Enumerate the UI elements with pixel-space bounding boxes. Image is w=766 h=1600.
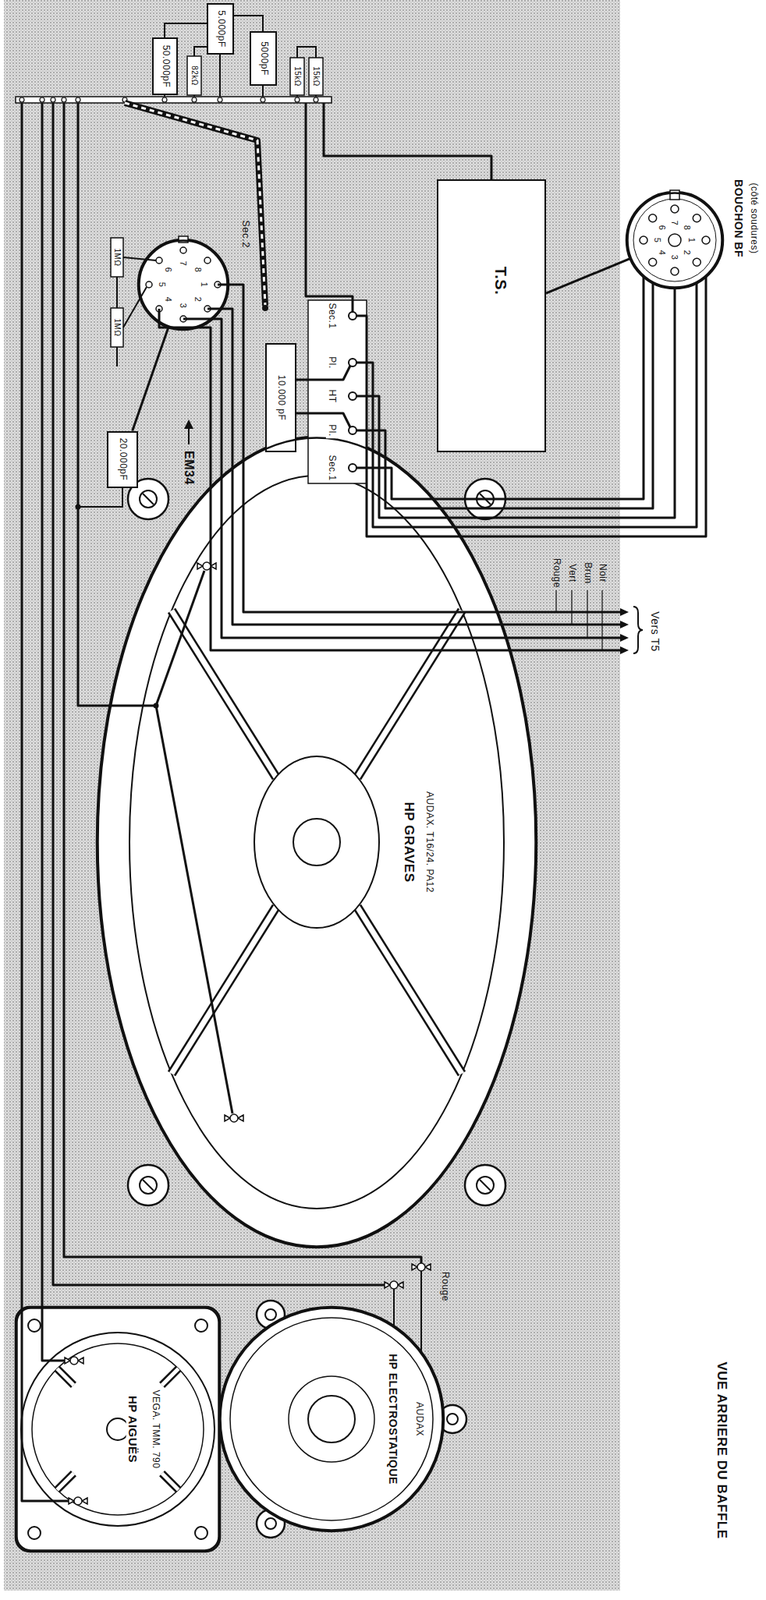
part-label: 15kΩ — [292, 64, 302, 89]
node-subtitle: AUDAX. T16/24. PA12 — [423, 790, 435, 895]
part-label: Sec.2 — [240, 218, 252, 250]
part-label: 2 — [681, 248, 692, 257]
part-label: Pl. — [326, 422, 337, 439]
part-label: 15kΩ — [311, 64, 321, 89]
square-outline — [15, 1307, 220, 1553]
tube-socket: EM34 — [138, 239, 229, 330]
part-label: Vert — [566, 562, 578, 584]
part-label: 4 — [657, 248, 668, 257]
round-outline — [626, 191, 724, 289]
part-label: 3 — [178, 301, 189, 311]
node-title: 10.000 pF — [275, 373, 287, 423]
node-title: 20.000pF — [117, 436, 128, 483]
node-title: 50.000pF — [159, 43, 171, 90]
part-label: Noir — [596, 562, 608, 585]
capacitor-box: 50.000pF — [152, 37, 178, 96]
connector — [546, 258, 631, 294]
node-subtitle: (côté soudures) — [748, 181, 759, 256]
node-subtitle: AUDAX — [413, 1400, 425, 1439]
part-label: 6 — [657, 223, 668, 233]
part-label: Vers T5 — [648, 609, 662, 654]
transformer-box: T.S. — [436, 179, 547, 453]
tweeter-speaker: HP AIGUËS VEGA. TMM. 790 — [15, 1307, 220, 1553]
node-title: EM34 — [181, 449, 196, 487]
round-outline — [96, 436, 537, 1249]
part-label: Sec.1 — [326, 301, 337, 330]
electrostatic-speaker: HP ELECTROSTATIQUE AUDAX — [219, 1307, 444, 1532]
node-title: BOUCHON BF — [732, 177, 745, 259]
part-label: 4 — [163, 295, 174, 305]
connector-plug: BOUCHON BF(côté soudures) — [626, 191, 724, 289]
part-label: 6 — [163, 265, 174, 275]
node-title: T.S. — [491, 265, 510, 297]
part-label: Pl. — [326, 354, 337, 371]
node-title: 5000pF — [258, 39, 270, 78]
part-label: 5 — [652, 236, 664, 245]
capacitor-box: 5000pF — [249, 31, 277, 86]
part-label: 8 — [681, 223, 692, 233]
part-label: 7 — [670, 219, 681, 228]
part-label: 1 — [687, 236, 698, 245]
round-outline — [138, 239, 229, 330]
capacitor-box: 5.000pF — [206, 3, 235, 55]
node-title: HP AIGUËS — [125, 1394, 139, 1465]
part-label: 7 — [178, 259, 189, 269]
capacitor-box: 20.000pF — [106, 431, 139, 489]
part-label: Brun — [581, 560, 593, 586]
part-label: 1MΩ — [112, 317, 122, 339]
part-label: Rouge — [439, 1270, 451, 1304]
part-label: Rouge — [550, 556, 562, 590]
round-outline — [219, 1307, 444, 1532]
part-label: 1 — [199, 280, 210, 290]
part-label: 2 — [193, 295, 204, 305]
part-label: HT — [326, 388, 337, 405]
part-label: 1MΩ — [112, 247, 122, 269]
node-title: HP ELECTROSTATIQUE — [386, 1352, 400, 1487]
node-title: HP GRAVES — [400, 800, 417, 884]
caption-label: VUE ARRIERE DU BAFFLE — [713, 1360, 730, 1541]
part-label: Sec.1 — [326, 453, 337, 483]
part-label: 5 — [157, 280, 168, 290]
capacitor-box: 10.000 pF — [265, 343, 297, 453]
part-label: 3 — [670, 253, 681, 263]
connector — [132, 327, 169, 432]
node-title: 5.000pF — [215, 8, 227, 50]
woofer-speaker: HP GRAVES AUDAX. T16/24. PA12 — [96, 436, 537, 1249]
part-label: 8 — [193, 265, 204, 275]
part-label: 82kΩ — [189, 63, 199, 88]
node-subtitle: VEGA. TMM. 790 — [149, 1389, 161, 1472]
